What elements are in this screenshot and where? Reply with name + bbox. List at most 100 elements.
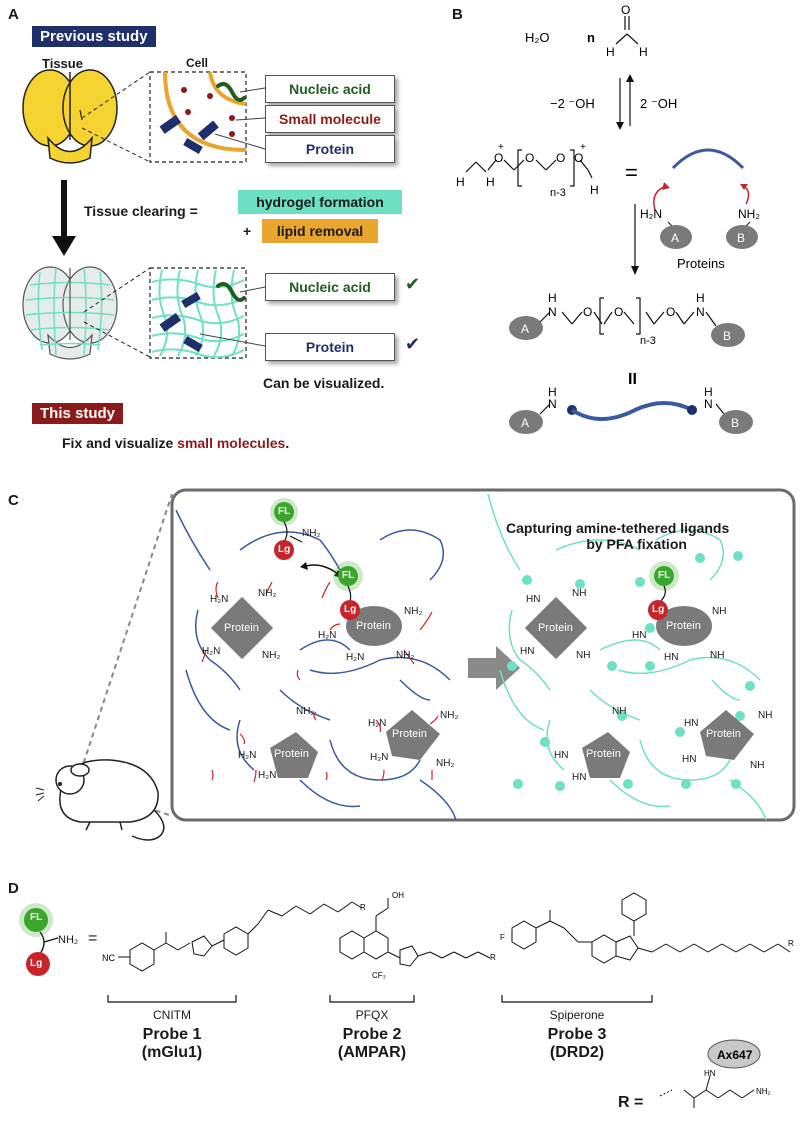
svg-text:A: A	[521, 322, 529, 336]
nh-label-e: NH	[612, 706, 627, 717]
h2n-label-f: H₂N	[258, 770, 277, 781]
h2n-label-d: H₂N	[346, 652, 365, 663]
lg-label-free: Lg	[278, 544, 291, 555]
this-study-header: This study	[32, 403, 124, 424]
svg-text:Ax647: Ax647	[717, 1048, 753, 1062]
svg-text:H: H	[548, 385, 557, 399]
protein-pentagon-right-2	[582, 732, 630, 778]
equals-sign-d: =	[88, 930, 98, 947]
fix-visualize-text: Fix and visualize small molecules.	[62, 435, 290, 451]
fl-label-bound: FL	[342, 570, 355, 581]
panel-b-chemistry: H₂O n O H H −2 ⁻OH 2 ⁻OH H H O + O O n-3…	[456, 3, 760, 434]
lg-label-d: Lg	[30, 958, 43, 969]
nh2-label-g: NH₂	[440, 710, 459, 721]
protein-label-1: Protein	[224, 622, 259, 634]
h2n-label-a: H₂N	[210, 594, 229, 605]
svg-text:OH: OH	[392, 891, 404, 900]
svg-text:O: O	[621, 3, 630, 17]
lg-label-right: Lg	[652, 604, 665, 615]
svg-text:N: N	[704, 397, 713, 411]
nh2-label-c: NH₂	[404, 606, 423, 617]
protein-label-8: Protein	[706, 728, 741, 740]
panel-b-letter: B	[452, 6, 463, 23]
protein-label-5: Protein	[538, 622, 573, 634]
hn-label-d: HN	[664, 652, 679, 663]
water-formula: H₂O	[525, 30, 550, 45]
fl-label-right: FL	[658, 570, 671, 581]
callout-protein: Protein	[265, 135, 395, 163]
protein-label-4: Protein	[392, 728, 427, 740]
cell-label: Cell	[186, 56, 209, 70]
hn-label-e: HN	[554, 750, 569, 761]
hn-label-g: HN	[684, 718, 699, 729]
proteins-label: Proteins	[677, 256, 725, 271]
nh2-label-e: NH₂	[296, 706, 315, 717]
panel-d-structures: NC R OH CF₃ R	[19, 891, 794, 1108]
protein-diamond-right	[524, 596, 588, 660]
svg-text:H: H	[548, 291, 557, 305]
svg-text:=: =	[625, 160, 638, 185]
fl-label-d: FL	[30, 912, 43, 923]
nh-label-c: NH	[712, 606, 727, 617]
check-icon-blue: ✔	[405, 334, 421, 354]
svg-text:II: II	[628, 371, 637, 388]
previous-study-header: Previous study	[32, 26, 156, 47]
svg-text:+: +	[498, 142, 504, 153]
protein-pentagon-right-3	[700, 710, 754, 760]
svg-text:n-3: n-3	[640, 335, 656, 347]
svg-text:CF₃: CF₃	[372, 971, 386, 980]
svg-text:B: B	[731, 416, 739, 430]
nh-label-b: NH	[576, 650, 591, 661]
tissue-clearing-label: Tissue clearing =	[84, 203, 198, 219]
svg-text:N: N	[548, 397, 557, 411]
svg-text:N: N	[548, 305, 557, 319]
protein-pentagon-left	[270, 732, 318, 778]
h2n-label-g: H₂N	[368, 718, 387, 729]
nh-label-a: NH	[572, 588, 587, 599]
svg-text:A: A	[671, 231, 679, 245]
nh2-label-a: NH₂	[258, 588, 277, 599]
svg-text:H: H	[606, 45, 615, 59]
hn-label-a: HN	[526, 594, 541, 605]
svg-text:NC: NC	[102, 953, 115, 963]
svg-text:A: A	[521, 416, 529, 430]
svg-text:R: R	[360, 903, 366, 912]
svg-text:n-3: n-3	[550, 187, 566, 199]
protein-label-2: Protein	[356, 620, 391, 632]
nh-label-h: NH	[750, 760, 765, 771]
svg-text:B: B	[737, 231, 745, 245]
svg-text:O: O	[666, 305, 675, 319]
n-label: n	[587, 30, 595, 45]
nh2-label-h: NH₂	[436, 758, 455, 769]
nh2-label-free: NH₂	[302, 528, 321, 539]
svg-text:H₂N: H₂N	[640, 207, 662, 221]
protein-label-7: Protein	[586, 748, 621, 760]
svg-text:F: F	[500, 933, 505, 942]
panel-c-letter: C	[8, 492, 19, 509]
hydrogel-formation-chip: hydrogel formation	[238, 190, 402, 214]
svg-text:NH₂: NH₂	[738, 207, 760, 221]
svg-text:R: R	[788, 939, 794, 948]
panel-d-letter: D	[8, 880, 19, 897]
callout-nucleic-acid-2: Nucleic acid	[265, 273, 395, 301]
probe-3-caption: Spiperone Probe 3 (DRD2)	[547, 1008, 607, 1061]
hn-label-c: HN	[632, 630, 647, 641]
callout-nucleic-acid: Nucleic acid	[265, 75, 395, 103]
protein-label-3: Protein	[274, 748, 309, 760]
callout-small-molecule: Small molecule	[265, 105, 395, 133]
r-group-label: R =	[618, 1094, 644, 1111]
mouse-icon	[35, 759, 165, 841]
svg-text:O: O	[525, 151, 534, 165]
tissue-label: Tissue	[42, 56, 83, 71]
can-be-visualized-text: Can be visualized.	[263, 375, 385, 391]
protein-label-6: Protein	[666, 620, 701, 632]
svg-text:O: O	[556, 151, 565, 165]
h2n-label-e: H₂N	[238, 750, 257, 761]
svg-text:NH₂: NH₂	[756, 1087, 771, 1096]
svg-text:N: N	[696, 305, 705, 319]
fl-label-free: FL	[278, 506, 291, 517]
hn-label-b: HN	[520, 646, 535, 657]
svg-text:H: H	[456, 175, 465, 189]
svg-text:B: B	[723, 329, 731, 343]
panel-a-illustration	[22, 69, 266, 360]
